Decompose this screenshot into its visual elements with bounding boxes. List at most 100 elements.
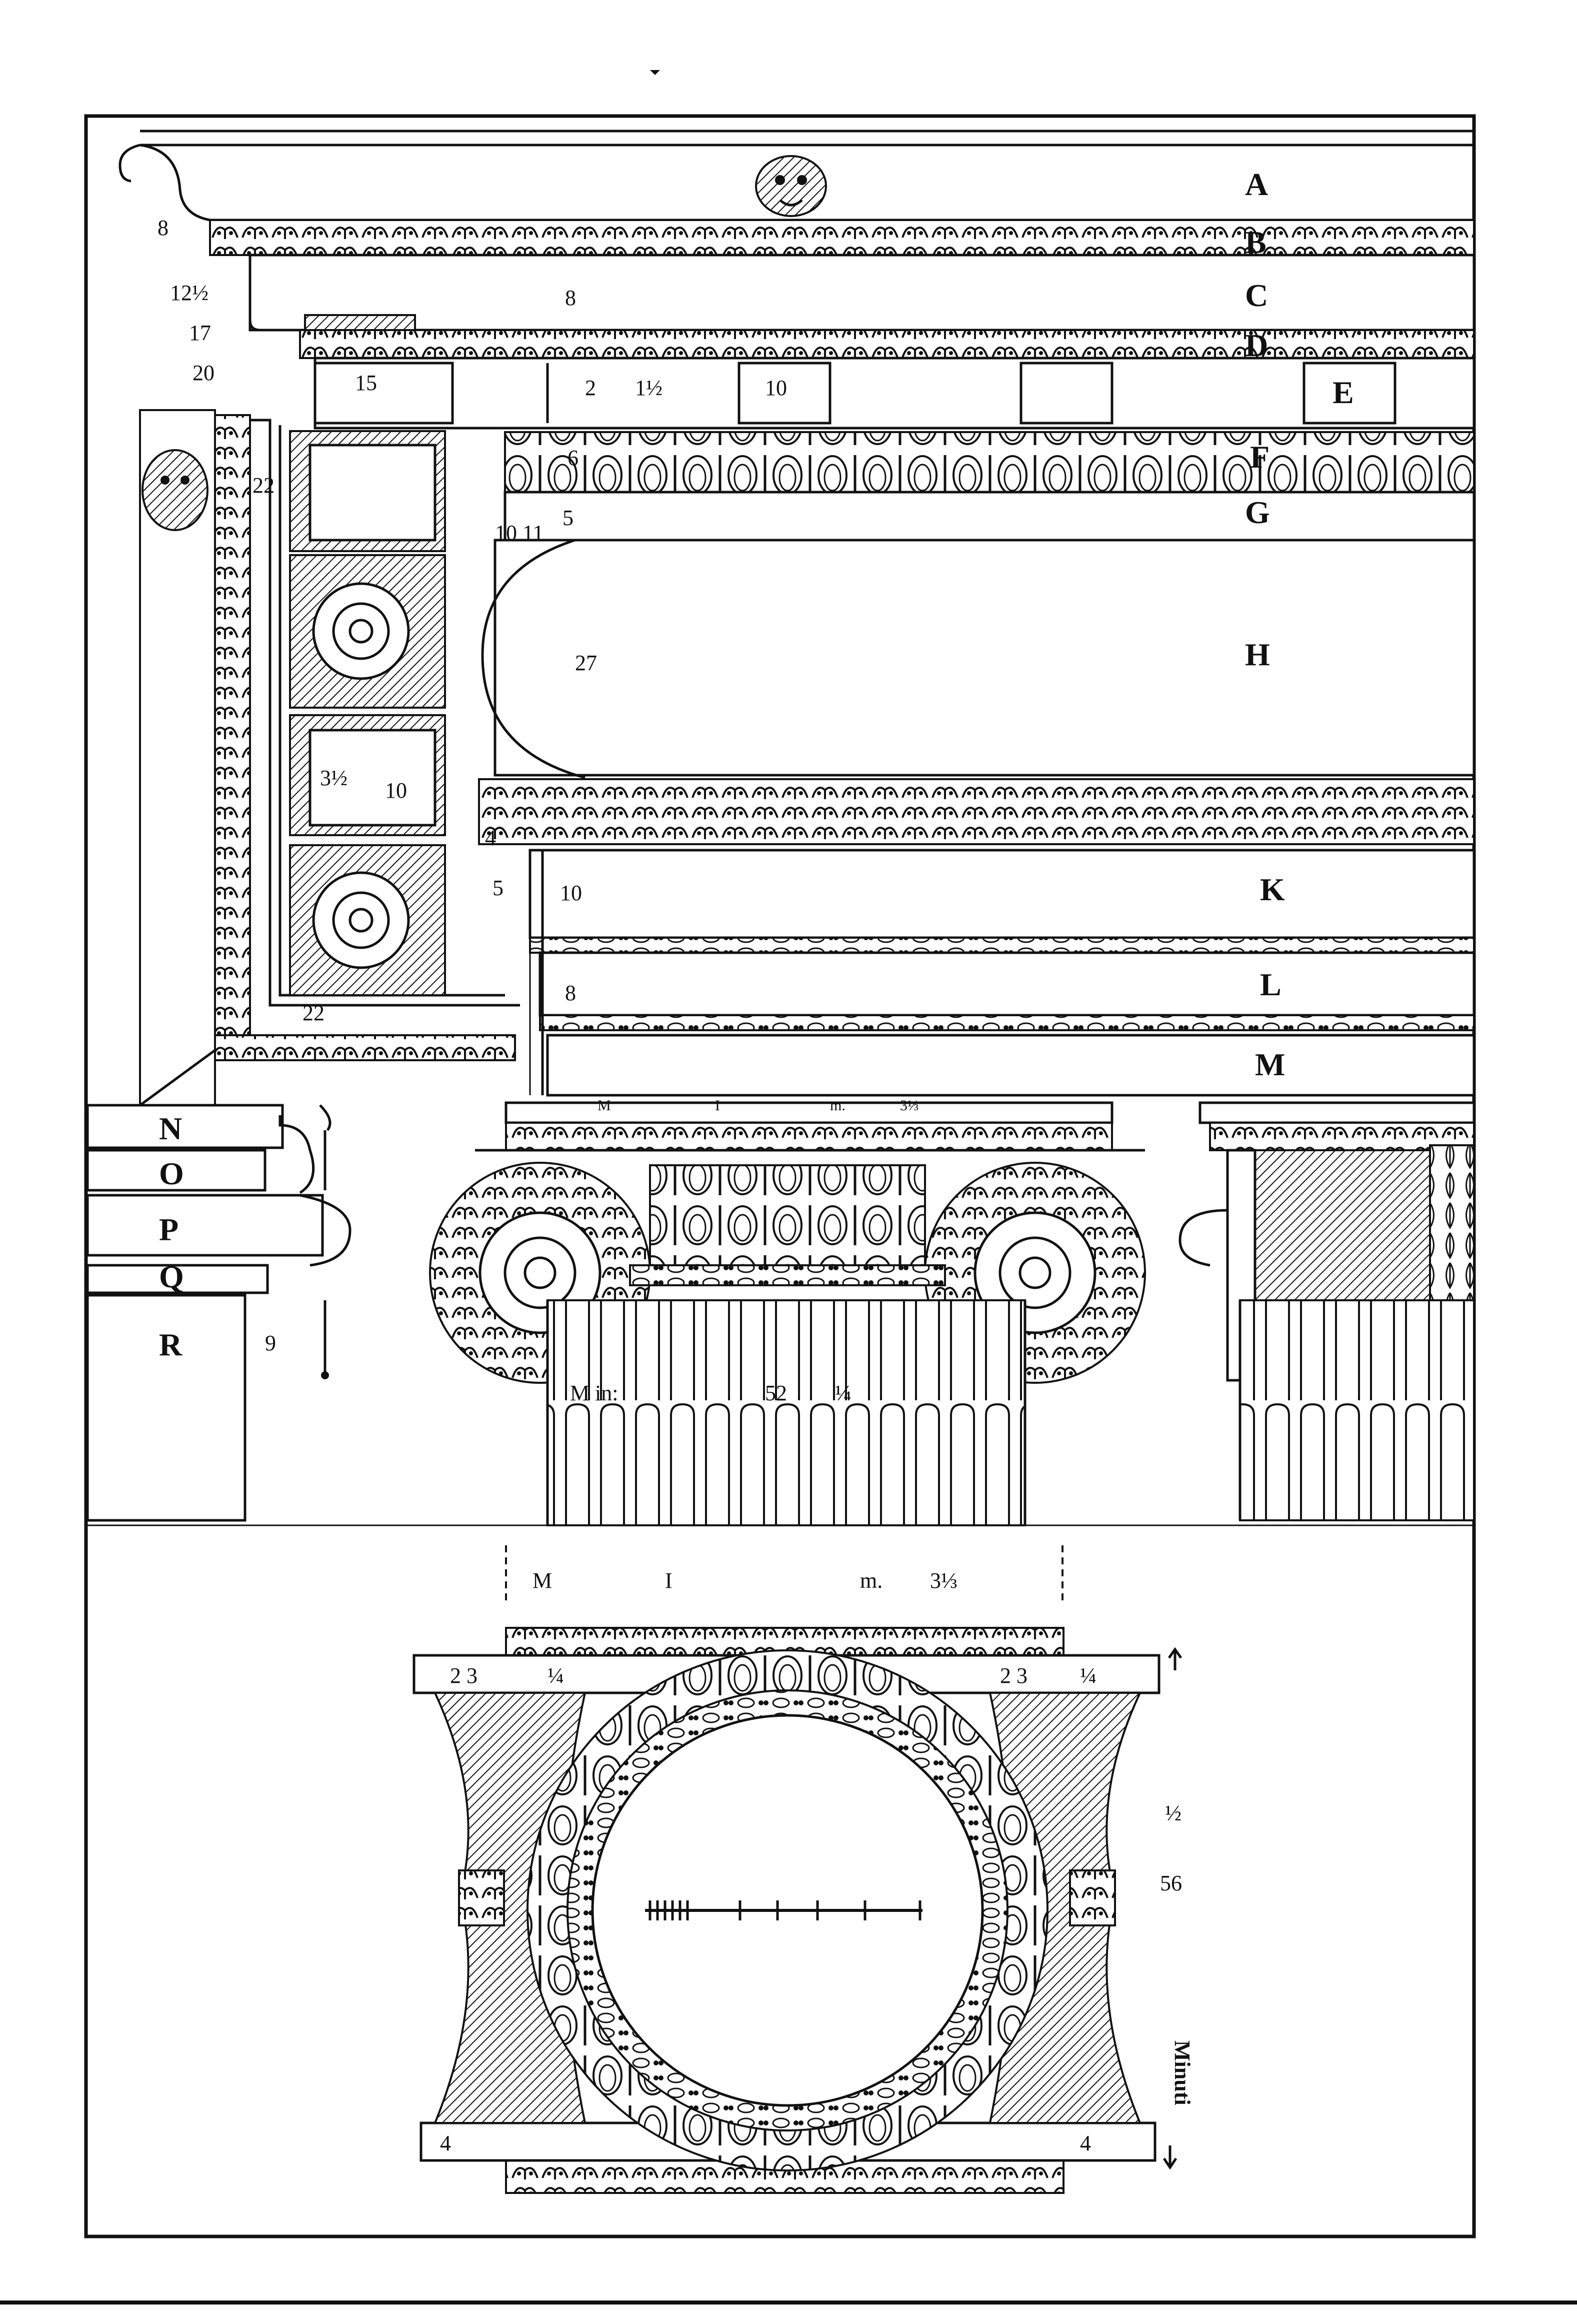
- label-F: F: [1250, 439, 1270, 475]
- label-R: R: [159, 1327, 182, 1362]
- label-K: K: [1260, 872, 1285, 907]
- measure: 22: [252, 473, 274, 498]
- plan-measure: M: [532, 1568, 552, 1593]
- plan-measure: 4: [1080, 2131, 1091, 2155]
- measure: 5: [492, 876, 504, 900]
- label-H: H: [1245, 637, 1270, 672]
- measure: 8: [158, 216, 168, 240]
- band-E: [314, 357, 1476, 430]
- abacus-measure: m.: [830, 1097, 846, 1114]
- measure: 9: [265, 1331, 276, 1355]
- band-D: [299, 329, 1475, 359]
- measure: 27: [575, 651, 597, 675]
- shaft-measure: M: [570, 1381, 590, 1405]
- bead-band-1: [529, 937, 1475, 954]
- bolster-side: [1229, 1149, 1431, 1301]
- capital-plan: [412, 1627, 1182, 2194]
- column-shaft: [546, 1299, 1026, 1526]
- bead-band-2: [539, 1014, 1475, 1031]
- plan-measure: I: [665, 1568, 672, 1593]
- soffit-border: [214, 414, 251, 1046]
- label-B: B: [1245, 225, 1266, 260]
- measure: 17: [189, 321, 211, 345]
- measure: 6: [568, 446, 578, 470]
- plan-measure: ¼: [1080, 1663, 1096, 1688]
- label-E: E: [1332, 375, 1354, 410]
- plan-measure: ½: [1165, 1801, 1182, 1825]
- label-L: L: [1260, 967, 1282, 1002]
- measure: 10: [385, 778, 407, 803]
- band-M: [546, 1034, 1476, 1097]
- measure: 10 11: [495, 521, 544, 545]
- band-H: [494, 539, 1476, 777]
- abacus-leaf: [505, 1122, 1113, 1151]
- measure: 22: [302, 1001, 324, 1025]
- top-tick-mark: [650, 70, 660, 75]
- plan-measure: 56: [1160, 1871, 1182, 1895]
- shaft-measure: ¼: [835, 1381, 852, 1405]
- arrow-down-icon: [1162, 2145, 1178, 2170]
- frieze-curve: [481, 539, 586, 779]
- band-I: [478, 778, 1475, 845]
- abacus: [504, 1101, 1114, 1124]
- soffit-panel: [139, 409, 520, 1107]
- dentil-block: [1302, 362, 1396, 425]
- plan-measure: ¼: [548, 1663, 564, 1688]
- measure: 10: [765, 376, 787, 400]
- capital-side-view: [1178, 1101, 1476, 1521]
- label-M: M: [1255, 1047, 1285, 1082]
- label-D: D: [1245, 328, 1268, 363]
- measure: 1½: [635, 376, 662, 400]
- cyma-profile: [140, 144, 1474, 222]
- measure: 10: [560, 881, 582, 905]
- label-A: A: [1245, 167, 1268, 202]
- measure: 5: [562, 506, 574, 530]
- measure: 2: [585, 376, 596, 400]
- plan-minuti-label: Minuti: [1170, 2040, 1194, 2105]
- measure: 8: [565, 981, 576, 1005]
- plan-measure: m.: [860, 1568, 882, 1593]
- plan-measure: 4: [440, 2131, 451, 2155]
- base-Q: [86, 1264, 269, 1294]
- measure: 8: [565, 286, 576, 310]
- shaft-measure: in:: [595, 1381, 618, 1405]
- ionic-capital: [429, 1101, 1146, 1526]
- label-C: C: [1245, 278, 1268, 313]
- plan-measure: 2 3: [450, 1663, 478, 1688]
- dentil-block: [1020, 362, 1114, 425]
- measure-labels: 8 12½ 17 20 15 2 1½ 10 8 27 10 11 5 6 3½…: [158, 216, 1194, 2155]
- abacus-measure: M: [598, 1097, 611, 1114]
- entablature: [118, 130, 1476, 1097]
- arrow-up-icon: [1168, 1647, 1182, 1670]
- scale-bar: [645, 1900, 922, 1920]
- base-N: [86, 1104, 284, 1149]
- lion-head-ornament: [755, 155, 827, 217]
- shaft-measure: 52: [765, 1381, 787, 1405]
- dentil-block: [314, 362, 454, 425]
- band-L: [538, 951, 1476, 1017]
- label-N: N: [159, 1111, 182, 1146]
- lion-head-ornament-left: [142, 449, 208, 531]
- band-K: [528, 849, 1476, 939]
- band-F: [504, 431, 1475, 493]
- band-G: [504, 491, 1476, 542]
- measure: 20: [192, 361, 214, 385]
- base-R: [86, 1294, 246, 1522]
- label-O: O: [159, 1156, 184, 1191]
- label-P: P: [159, 1212, 178, 1247]
- capital-egg-band: [649, 1164, 926, 1266]
- plan-measure: 2 3: [1000, 1663, 1028, 1688]
- band-C: [248, 254, 1476, 332]
- measure: 3½: [320, 766, 348, 790]
- measure: 4: [485, 826, 496, 850]
- base-letters: N O P Q R: [159, 1111, 184, 1362]
- band-B: [209, 219, 1475, 256]
- plan-measure: 3⅓: [930, 1568, 958, 1593]
- base-P: [86, 1194, 324, 1257]
- measure: 12½: [170, 281, 208, 305]
- base-O: [86, 1149, 266, 1192]
- label-G: G: [1245, 495, 1270, 530]
- label-Q: Q: [159, 1259, 184, 1294]
- profile-curve: [319, 1104, 332, 1190]
